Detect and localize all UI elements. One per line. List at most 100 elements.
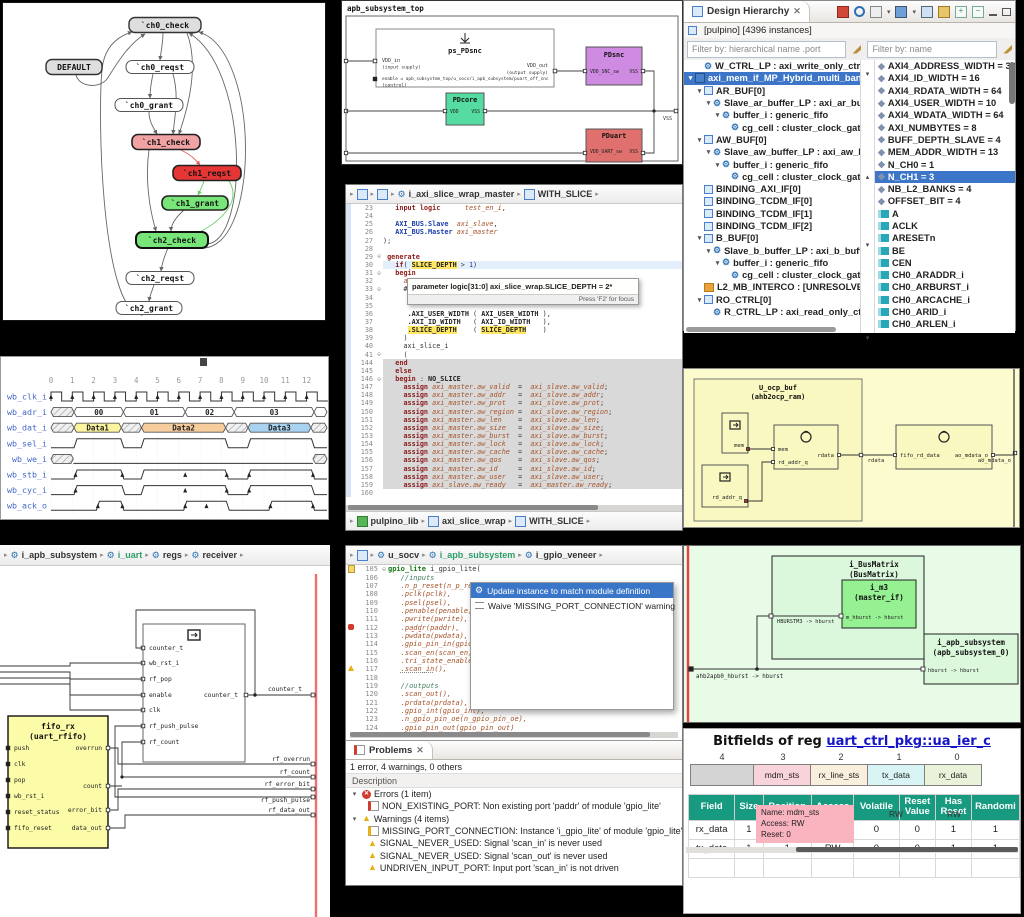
tree-item[interactable]: ▾⚙buffer_i : generic_fifo: [684, 109, 860, 121]
expand-arrow-icon[interactable]: ▾: [715, 112, 720, 120]
param-item[interactable]: ◆OFFSET_BIT = 4: [875, 195, 1015, 207]
name-filter-input[interactable]: Filter by: name: [867, 40, 997, 58]
fold-toggle-icon[interactable]: ⊖: [377, 351, 381, 359]
param-item[interactable]: ◆AXI4_RDATA_WIDTH = 64: [875, 85, 1015, 97]
fsm-node-ch0_grant[interactable]: `ch0_grant: [114, 98, 184, 112]
breadcrumb-item[interactable]: receiver: [202, 550, 237, 560]
port-item[interactable]: ARESETn: [875, 232, 1015, 244]
fsm-node-ch2_check[interactable]: `ch2_check: [135, 231, 209, 249]
tree-item[interactable]: BINDING_AXI_IF[0]: [684, 183, 860, 195]
expand-arrow-icon[interactable]: ▾: [688, 75, 693, 83]
param-item[interactable]: ◆AXI4_ADDRESS_WIDTH = 32: [875, 60, 1015, 72]
tree-item[interactable]: ⚙cg_cell : cluster_clock_gating: [684, 121, 860, 133]
problem-item[interactable]: ▲SIGNAL_NEVER_USED: Signal 'scan_out' is…: [346, 849, 682, 861]
breadcrumb-item[interactable]: i_uart: [117, 550, 143, 560]
tree-item[interactable]: L2_MB_INTERCO : [UNRESOLVED]: [684, 281, 860, 293]
hscroll-track[interactable]: [350, 732, 678, 738]
fsm-node-default[interactable]: DEFAULT: [45, 58, 103, 76]
description-header[interactable]: Description: [346, 773, 682, 788]
tree-hscrollbar[interactable]: [686, 327, 836, 332]
hscroll-thumb[interactable]: [348, 505, 598, 510]
expand-arrow-icon[interactable]: ▾: [715, 161, 720, 169]
tree-item[interactable]: ▾RO_CTRL[0]: [684, 294, 860, 306]
fold-toggle-icon[interactable]: ⊖: [377, 285, 381, 293]
param-item[interactable]: ◆BUFF_DEPTH_SLAVE = 4: [875, 134, 1015, 146]
expand-arrow-icon[interactable]: ▾: [706, 149, 711, 157]
param-item[interactable]: ◆AXI4_ID_WIDTH = 16: [875, 72, 1015, 84]
problem-item[interactable]: MISSING_PORT_CONNECTION: Instance 'i_gpi…: [346, 825, 682, 837]
breadcrumb-item[interactable]: u_socv: [388, 550, 420, 560]
dropdown-arrow-icon[interactable]: ▾: [886, 8, 891, 16]
breadcrumb-item[interactable]: i_apb_subsystem: [21, 550, 98, 560]
param-item[interactable]: ◆NB_L2_BANKS = 4: [875, 183, 1015, 195]
hierarchy-filter-input[interactable]: Filter by: hierarchical name .port: [687, 40, 847, 58]
param-item[interactable]: ◆AXI4_WDATA_WIDTH = 64: [875, 109, 1015, 121]
breadcrumb-item[interactable]: axi_slice_wrap: [442, 516, 506, 526]
tree-item[interactable]: ▾⚙Slave_b_buffer_LP : axi_b_buffer: [684, 244, 860, 256]
fsm-node-ch0_check[interactable]: `ch0_check: [128, 16, 202, 34]
port-item[interactable]: CH0_ARCACHE_i: [875, 294, 1015, 306]
expand-arrow-icon[interactable]: ▾: [352, 791, 357, 799]
tree-item[interactable]: ⚙cg_cell : cluster_clock_gating: [684, 269, 860, 281]
hscroll-thumb[interactable]: [350, 732, 650, 737]
expand-arrow-icon[interactable]: ▾: [697, 87, 702, 95]
hscroll-track[interactable]: [346, 505, 682, 511]
expand-arrow-icon[interactable]: ▾: [352, 815, 357, 823]
expand-all-icon[interactable]: +: [955, 5, 967, 18]
list-vscrollbar[interactable]: [1009, 62, 1015, 104]
port-item[interactable]: CH0_ARID_i: [875, 306, 1015, 318]
problem-group[interactable]: ▾▲Warnings (4 items): [346, 813, 682, 825]
problem-item[interactable]: ▲UNDRIVEN_INPUT_PORT: Input port 'scan_i…: [346, 862, 682, 874]
expand-arrow-icon[interactable]: ▾: [706, 100, 711, 108]
close-icon[interactable]: ✕: [793, 6, 801, 16]
bitfield-lane[interactable]: rx_data: [924, 764, 982, 786]
breadcrumb-item[interactable]: WITH_SLICE: [537, 189, 593, 199]
tab-design-hierarchy[interactable]: Design Hierarchy ✕: [684, 1, 810, 22]
port-item[interactable]: CH0_ARLEN_i: [875, 318, 1015, 330]
sort-icon[interactable]: ▴: [865, 174, 870, 181]
hscroll-track[interactable]: [686, 847, 1018, 853]
problem-group[interactable]: ▾✕Errors (1 item): [346, 788, 682, 800]
tree-item[interactable]: ⚙R_CTRL_LP : axi_read_only_ctrl: [684, 306, 860, 318]
tab-problems[interactable]: Problems ✕: [346, 741, 433, 759]
tree-item[interactable]: ▾⚙buffer_i : generic_fifo: [684, 158, 860, 170]
fsm-node-ch2_grant[interactable]: `ch2_grant: [115, 301, 183, 315]
expand-arrow-icon[interactable]: ▾: [697, 235, 702, 243]
tree-item[interactable]: ⚙W_CTRL_LP : axi_write_only_ctrl: [684, 60, 860, 72]
expand-arrow-icon[interactable]: ▾: [706, 247, 711, 255]
breadcrumb-item[interactable]: WITH_SLICE: [529, 516, 584, 526]
quickfix-item[interactable]: Waive 'MISSING_PORT_CONNECTION' warning: [471, 598, 675, 613]
port-item[interactable]: BE: [875, 244, 1015, 256]
param-item[interactable]: ◆AXI_NUMBYTES = 8: [875, 121, 1015, 133]
register-link[interactable]: uart_ctrl_pkg::ua_ier_c: [826, 734, 991, 749]
fold-toggle-icon[interactable]: ⊖: [377, 269, 381, 277]
minimize-icon[interactable]: [989, 8, 997, 16]
fsm-node-ch1_check[interactable]: `ch1_check: [131, 133, 201, 151]
bitfield-lane[interactable]: mdm_sts: [753, 764, 811, 786]
param-item[interactable]: ◆AXI4_USER_WIDTH = 10: [875, 97, 1015, 109]
problem-item[interactable]: NON_EXISTING_PORT: Non existing port 'pa…: [346, 800, 682, 812]
breadcrumb-item[interactable]: i_apb_subsystem: [439, 550, 516, 560]
tree-item[interactable]: ⚙cg_cell : cluster_clock_gating: [684, 171, 860, 183]
param-item[interactable]: ◆N_CH0 = 1: [875, 158, 1015, 170]
param-item[interactable]: ◆N_CH1 = 3: [875, 170, 1015, 183]
maximize-icon[interactable]: [1002, 7, 1011, 16]
breadcrumb-item[interactable]: pulpino_lib: [370, 516, 419, 526]
tree-item[interactable]: BINDING_TCDM_IF[1]: [684, 208, 860, 220]
tree-item[interactable]: ▾B_BUF[0]: [684, 232, 860, 244]
breadcrumb-item[interactable]: i_gpio_veneer: [535, 550, 597, 560]
tree-dropdown-icon[interactable]: [895, 5, 908, 18]
refresh-icon[interactable]: [853, 6, 865, 17]
stop-icon[interactable]: [836, 5, 849, 18]
tree-item[interactable]: ▾⚙Slave_aw_buffer_LP : axi_aw_buffer: [684, 146, 860, 158]
close-icon[interactable]: ✕: [416, 744, 424, 755]
port-item[interactable]: CH0_ARBURST_i: [875, 281, 1015, 293]
breadcrumb-item[interactable]: i_axi_slice_wrap_master: [408, 189, 515, 199]
sort-icon[interactable]: ▾: [865, 242, 870, 249]
collapse-all-icon[interactable]: −: [972, 5, 984, 18]
tree-item[interactable]: ▾axi_mem_if_MP_Hybrid_multi_bank: [684, 72, 860, 85]
sort-icon[interactable]: ▾: [865, 335, 870, 342]
breadcrumb-item[interactable]: regs: [162, 550, 182, 560]
fold-toggle-icon[interactable]: ⊖: [382, 565, 386, 573]
